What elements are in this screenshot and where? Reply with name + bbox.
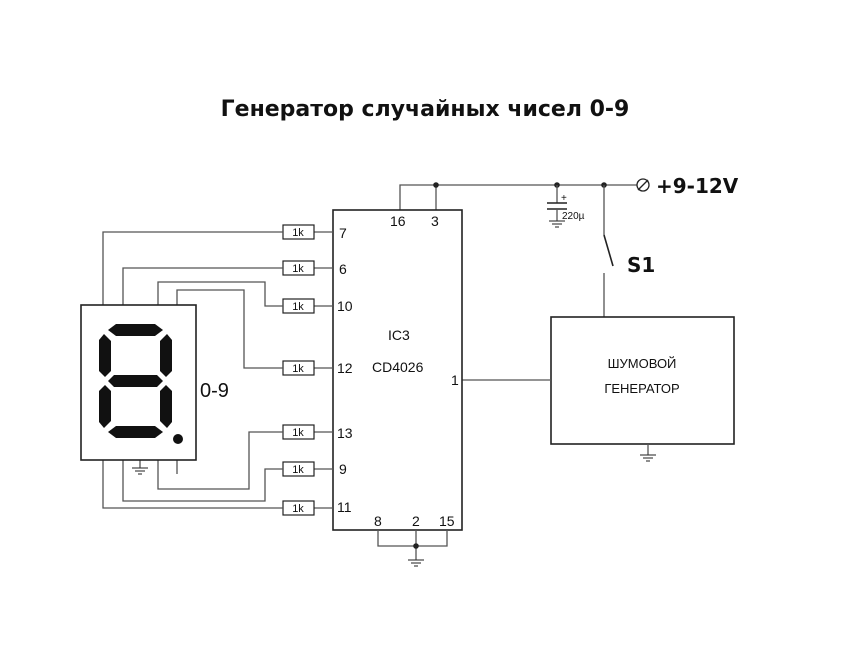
resistor-group: [282, 224, 333, 516]
pin-12-label: 12: [337, 360, 353, 376]
pin-7-label: 7: [339, 225, 347, 241]
resistor-7-value: 1k: [292, 503, 304, 515]
pin-8-label: 8: [374, 513, 382, 529]
pin-6-label: 6: [339, 261, 347, 277]
noise-generator-label-line1: ШУМОВОЙ: [608, 356, 677, 371]
switch-s1: [603, 185, 614, 317]
supply-terminal: [636, 178, 650, 192]
capacitor-polarity: +: [561, 193, 567, 204]
pin-16-label: 16: [390, 213, 406, 229]
display-range-label: 0-9: [200, 380, 229, 402]
capacitor-220u: [547, 185, 567, 228]
pin-13-label: 13: [337, 425, 353, 441]
pin-1-label: 1: [451, 372, 459, 388]
switch-label: S1: [627, 253, 655, 277]
pin-10-label: 10: [337, 298, 353, 314]
display-wiring: [102, 231, 283, 509]
display-ground-icon: [132, 460, 148, 475]
pin-2-label: 2: [412, 513, 420, 529]
supply-voltage-label: +9-12V: [656, 174, 739, 198]
resistor-4-value: 1k: [292, 363, 304, 375]
pin-15-label: 15: [439, 513, 455, 529]
schematic-title: Генератор случайных чисел 0-9: [221, 97, 630, 122]
resistor-5-value: 1k: [292, 427, 304, 439]
noise-generator-ground-icon: [640, 444, 656, 462]
pin-9-label: 9: [339, 461, 347, 477]
ic-cd4026-body: [332, 209, 463, 531]
pin-11-label: 11: [337, 499, 352, 515]
resistor-1-value: 1k: [292, 227, 304, 239]
ic-part-number: CD4026: [372, 359, 424, 375]
pin-3-label: 3: [431, 213, 439, 229]
seven-segment-digit-icon: [99, 324, 183, 444]
resistor-6-value: 1k: [292, 464, 304, 476]
noise-generator-box: [550, 316, 735, 445]
ic-ground-bus: [377, 530, 448, 567]
supply-rail: [399, 182, 637, 210]
ic-reference: IC3: [388, 327, 410, 343]
capacitor-value: 220µ: [562, 211, 585, 222]
resistor-3-value: 1k: [292, 301, 304, 313]
noise-generator-label-line2: ГЕНЕРАТОР: [604, 381, 679, 396]
resistor-2-value: 1k: [292, 263, 304, 275]
